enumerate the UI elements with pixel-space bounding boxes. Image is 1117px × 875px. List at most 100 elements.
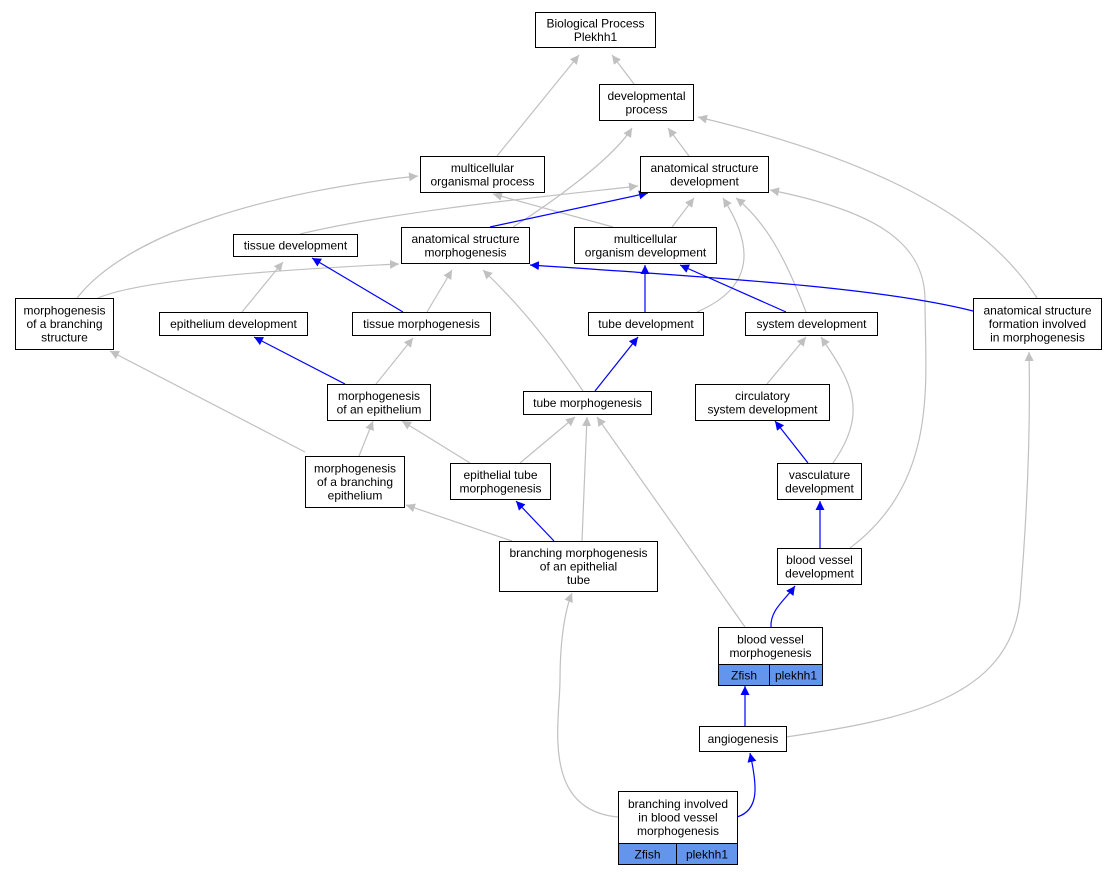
- term-label-line: vasculature: [789, 468, 851, 482]
- term-label-line: tube: [567, 573, 591, 587]
- term-label-line: of an epithelium: [337, 402, 422, 416]
- term-label-line: tube morphogenesis: [533, 396, 642, 410]
- term-box: [699, 726, 787, 752]
- edge-asmorph-to-asdev: [489, 190, 649, 228]
- term-node-tissuedev[interactable]: tissue development: [233, 234, 358, 257]
- edge-bvdev-to-asdev: [769, 187, 927, 549]
- term-box: [618, 791, 738, 844]
- edge-bvmorph-to-bvdev: [770, 585, 796, 628]
- term-box: [15, 298, 114, 350]
- term-label-line: epithelium: [328, 489, 383, 503]
- species-label: Zfish: [731, 669, 757, 683]
- edge-morphbranch-to-asmorph: [97, 259, 400, 299]
- term-label-line: morphogenesis: [23, 304, 105, 318]
- term-label-line: multicellular: [451, 161, 514, 175]
- edge-vascdev-to-sysdev: [820, 336, 854, 464]
- edge-angio-to-asform: [785, 351, 1034, 738]
- edge-epidev-to-tissuedev: [241, 261, 284, 313]
- term-label-line: Plekhh1: [574, 30, 618, 44]
- term-box: [574, 227, 717, 264]
- edge-tissuedev-to-asdev: [299, 182, 639, 235]
- term-box: [745, 312, 878, 336]
- term-node-angio[interactable]: angiogenesis: [699, 726, 787, 752]
- term-label-line: developmental: [607, 89, 685, 103]
- gene-cell[interactable]: [769, 664, 823, 686]
- edge-epitubemorph-to-tubemorph: [519, 416, 576, 464]
- term-box: [450, 463, 551, 500]
- term-label-line: system development: [707, 402, 818, 416]
- term-box: [159, 312, 308, 336]
- term-label-line: anatomical structure: [983, 304, 1091, 318]
- species-label: Zfish: [634, 848, 660, 862]
- term-node-tubedev[interactable]: tube development: [588, 312, 704, 336]
- edge-branchbv-to-angio: [736, 752, 757, 818]
- edge-tissuemorph-to-tissuedev: [311, 257, 404, 313]
- edge-circdev-to-sysdev: [766, 336, 807, 385]
- term-label-line: development: [785, 566, 854, 580]
- edge-morphbranchepi-to-morphepi: [358, 420, 374, 457]
- edge-bvmorph-to-tubemorph: [596, 416, 746, 628]
- term-label-line: organism development: [585, 245, 707, 259]
- term-label-line: morphogenesis: [338, 389, 420, 403]
- term-label-line: process: [625, 102, 667, 116]
- edges-layer: [76, 54, 1038, 818]
- term-label-line: formation involved: [989, 317, 1086, 331]
- term-label-line: angiogenesis: [708, 732, 779, 746]
- edge-sysdev-to-multiorg: [679, 264, 787, 313]
- term-label-line: morphogenesis: [314, 462, 396, 476]
- edge-tissuemorph-to-asmorph: [426, 269, 453, 313]
- term-box: [420, 156, 545, 193]
- term-box: [777, 548, 862, 585]
- term-label-line: tube development: [598, 317, 694, 331]
- term-label-line: in morphogenesis: [990, 331, 1085, 345]
- gene-cell[interactable]: [676, 843, 738, 865]
- edge-morphbranch-to-multiproc: [76, 172, 419, 299]
- term-label-line: development: [670, 174, 739, 188]
- edge-branchbv-to-branchepitube: [557, 592, 619, 818]
- term-node-tubemorph[interactable]: tube morphogenesis: [523, 391, 652, 415]
- edge-devproc-to-root: [611, 54, 635, 85]
- term-label-line: system development: [756, 317, 867, 331]
- edge-branchepitube-to-morphbranchepi: [405, 503, 513, 542]
- edge-morphbranchepi-to-morphbranch: [109, 350, 306, 453]
- term-label-line: of an epithelial: [540, 560, 617, 574]
- term-box: [695, 384, 830, 421]
- term-label-line: epithelium development: [170, 317, 297, 331]
- term-node-sysdev[interactable]: system development: [745, 312, 878, 336]
- term-box: [718, 627, 823, 665]
- term-label-line: development: [785, 481, 854, 495]
- edge-asform-to-devproc: [697, 114, 1038, 299]
- term-box: [599, 84, 694, 121]
- term-node-tissuemorph[interactable]: tissue morphogenesis: [352, 312, 491, 336]
- term-box: [535, 12, 656, 48]
- term-box: [233, 234, 358, 257]
- edge-tubemorph-to-tubedev: [594, 336, 639, 392]
- term-label-line: tissue development: [244, 239, 348, 253]
- edge-epitubemorph-to-morphepi: [401, 420, 471, 464]
- term-label-line: structure: [41, 331, 88, 345]
- term-label-line: morphogenesis: [637, 824, 719, 838]
- term-node-epidev[interactable]: epithelium development: [159, 312, 308, 336]
- gene-label: plekhh1: [775, 669, 817, 683]
- term-label-line: of a branching: [26, 317, 102, 331]
- edge-tubemorph-to-asmorph: [482, 269, 584, 392]
